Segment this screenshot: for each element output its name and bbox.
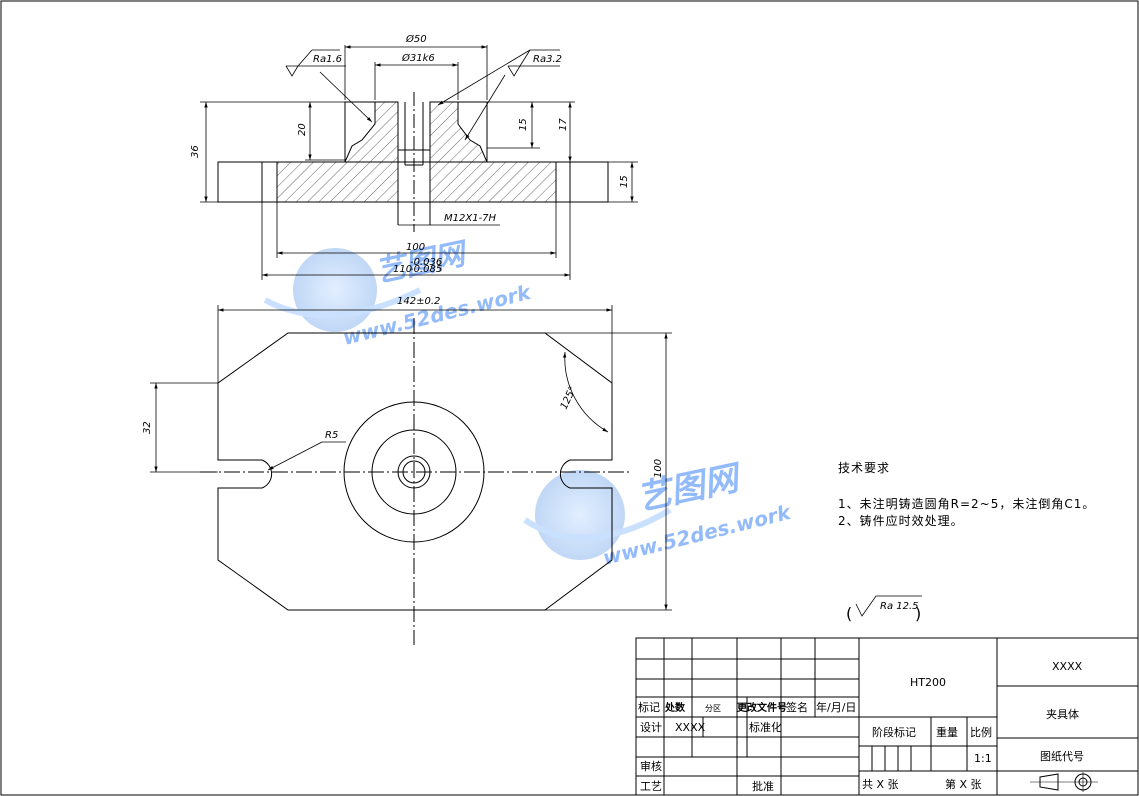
tb-mark: 标记 <box>638 700 660 714</box>
dim-h15a: 15 <box>518 118 529 131</box>
tb-process: 工艺 <box>640 780 662 793</box>
notes-line-1: 1、未注明铸造圆角R=2~5，未注倒角C1。 <box>838 496 1095 511</box>
section-view <box>217 92 609 232</box>
tb-count: 处数 <box>664 701 686 714</box>
dim-w110-tol-bot: -0.085 <box>410 264 442 275</box>
tb-designer: XXXX <box>675 721 706 734</box>
dim-thread: M12X1-7H <box>444 213 497 224</box>
tb-review: 审核 <box>640 759 662 773</box>
dim-w110: 110 <box>393 264 412 275</box>
roughness-paren-close: ) <box>915 604 921 623</box>
technical-notes: 技术要求 1、未注明铸造圆角R=2~5，未注倒角C1。 2、铸件应时效处理。 <box>838 461 1095 528</box>
dim-d50: Ø50 <box>405 33 427 45</box>
tb-part-name: 夹具体 <box>1046 707 1079 721</box>
tb-drawing-no: 图纸代号 <box>1040 750 1084 763</box>
notes-title: 技术要求 <box>838 461 890 475</box>
watermark-brand: 艺图网 <box>634 457 747 518</box>
dim-h20: 20 <box>297 123 308 136</box>
roughness-general: Ra 12.5 <box>880 601 919 612</box>
dim-w142: 142±0.2 <box>397 296 440 307</box>
tb-sheet-no: 第 X 张 <box>945 777 982 791</box>
dim-h32: 32 <box>142 421 153 434</box>
tb-sheets: 共 X 张 <box>862 778 899 791</box>
dim-d31: Ø31k6 <box>401 52 435 64</box>
watermark-swoosh <box>263 287 422 319</box>
tb-sign: 签名 <box>786 700 808 714</box>
tb-stage-mark: 阶段标记 <box>872 725 916 739</box>
tb-scale-value: 1:1 <box>974 752 992 765</box>
top-view-dimensions <box>150 305 672 611</box>
section-dimensions <box>200 45 638 280</box>
dim-h15b: 15 <box>619 175 630 188</box>
dim-w100: 100 <box>406 242 425 253</box>
tb-design: 设计 <box>640 721 662 734</box>
dim-ra32: Ra3.2 <box>533 54 562 65</box>
tb-date: 年/月/日 <box>816 700 856 714</box>
tb-scale-label: 比例 <box>970 725 992 739</box>
tb-material: HT200 <box>910 676 946 689</box>
watermark-globe-icon <box>293 248 377 332</box>
dim-w110-tol-top: -0.036 <box>410 257 442 268</box>
dim-a125: 125° <box>559 385 579 411</box>
roughness-paren-open: ( <box>846 604 852 623</box>
dim-h17: 17 <box>558 118 569 131</box>
roughness-icon <box>855 595 922 617</box>
tb-approve: 批准 <box>752 779 774 793</box>
watermark-url: www.52des.work <box>600 500 794 570</box>
tb-zone: 分区 <box>705 704 721 713</box>
title-block-text: 标记 处数 分区 更改文件号 签名 年/月/日 设计 XXXX 标准化 审核 工… <box>638 660 1084 793</box>
notes-line-2: 2、铸件应时效处理。 <box>838 513 964 528</box>
dim-h100: 100 <box>653 459 664 478</box>
section-hatch-left <box>276 101 399 203</box>
tb-company: XXXX <box>1052 660 1083 673</box>
projection-cone-icon <box>1039 773 1059 791</box>
dim-r5: R5 <box>325 430 338 441</box>
section-hatch-right <box>429 101 557 203</box>
dim-h36: 36 <box>190 145 201 158</box>
tb-weight: 重量 <box>936 725 958 739</box>
watermark-swoosh <box>523 507 672 541</box>
tb-change-doc: 更改文件号 <box>737 701 787 714</box>
dim-ra16: Ra1.6 <box>313 54 342 65</box>
tb-standard: 标准化 <box>749 720 782 734</box>
section-dimension-labels: Ø50 Ø31k6 Ra1.6 Ra3.2 36 20 15 17 15 M12… <box>190 33 630 275</box>
title-block <box>635 637 1139 796</box>
general-roughness: ( Ra 12.5 ) <box>846 595 922 623</box>
base-plate <box>217 161 609 203</box>
